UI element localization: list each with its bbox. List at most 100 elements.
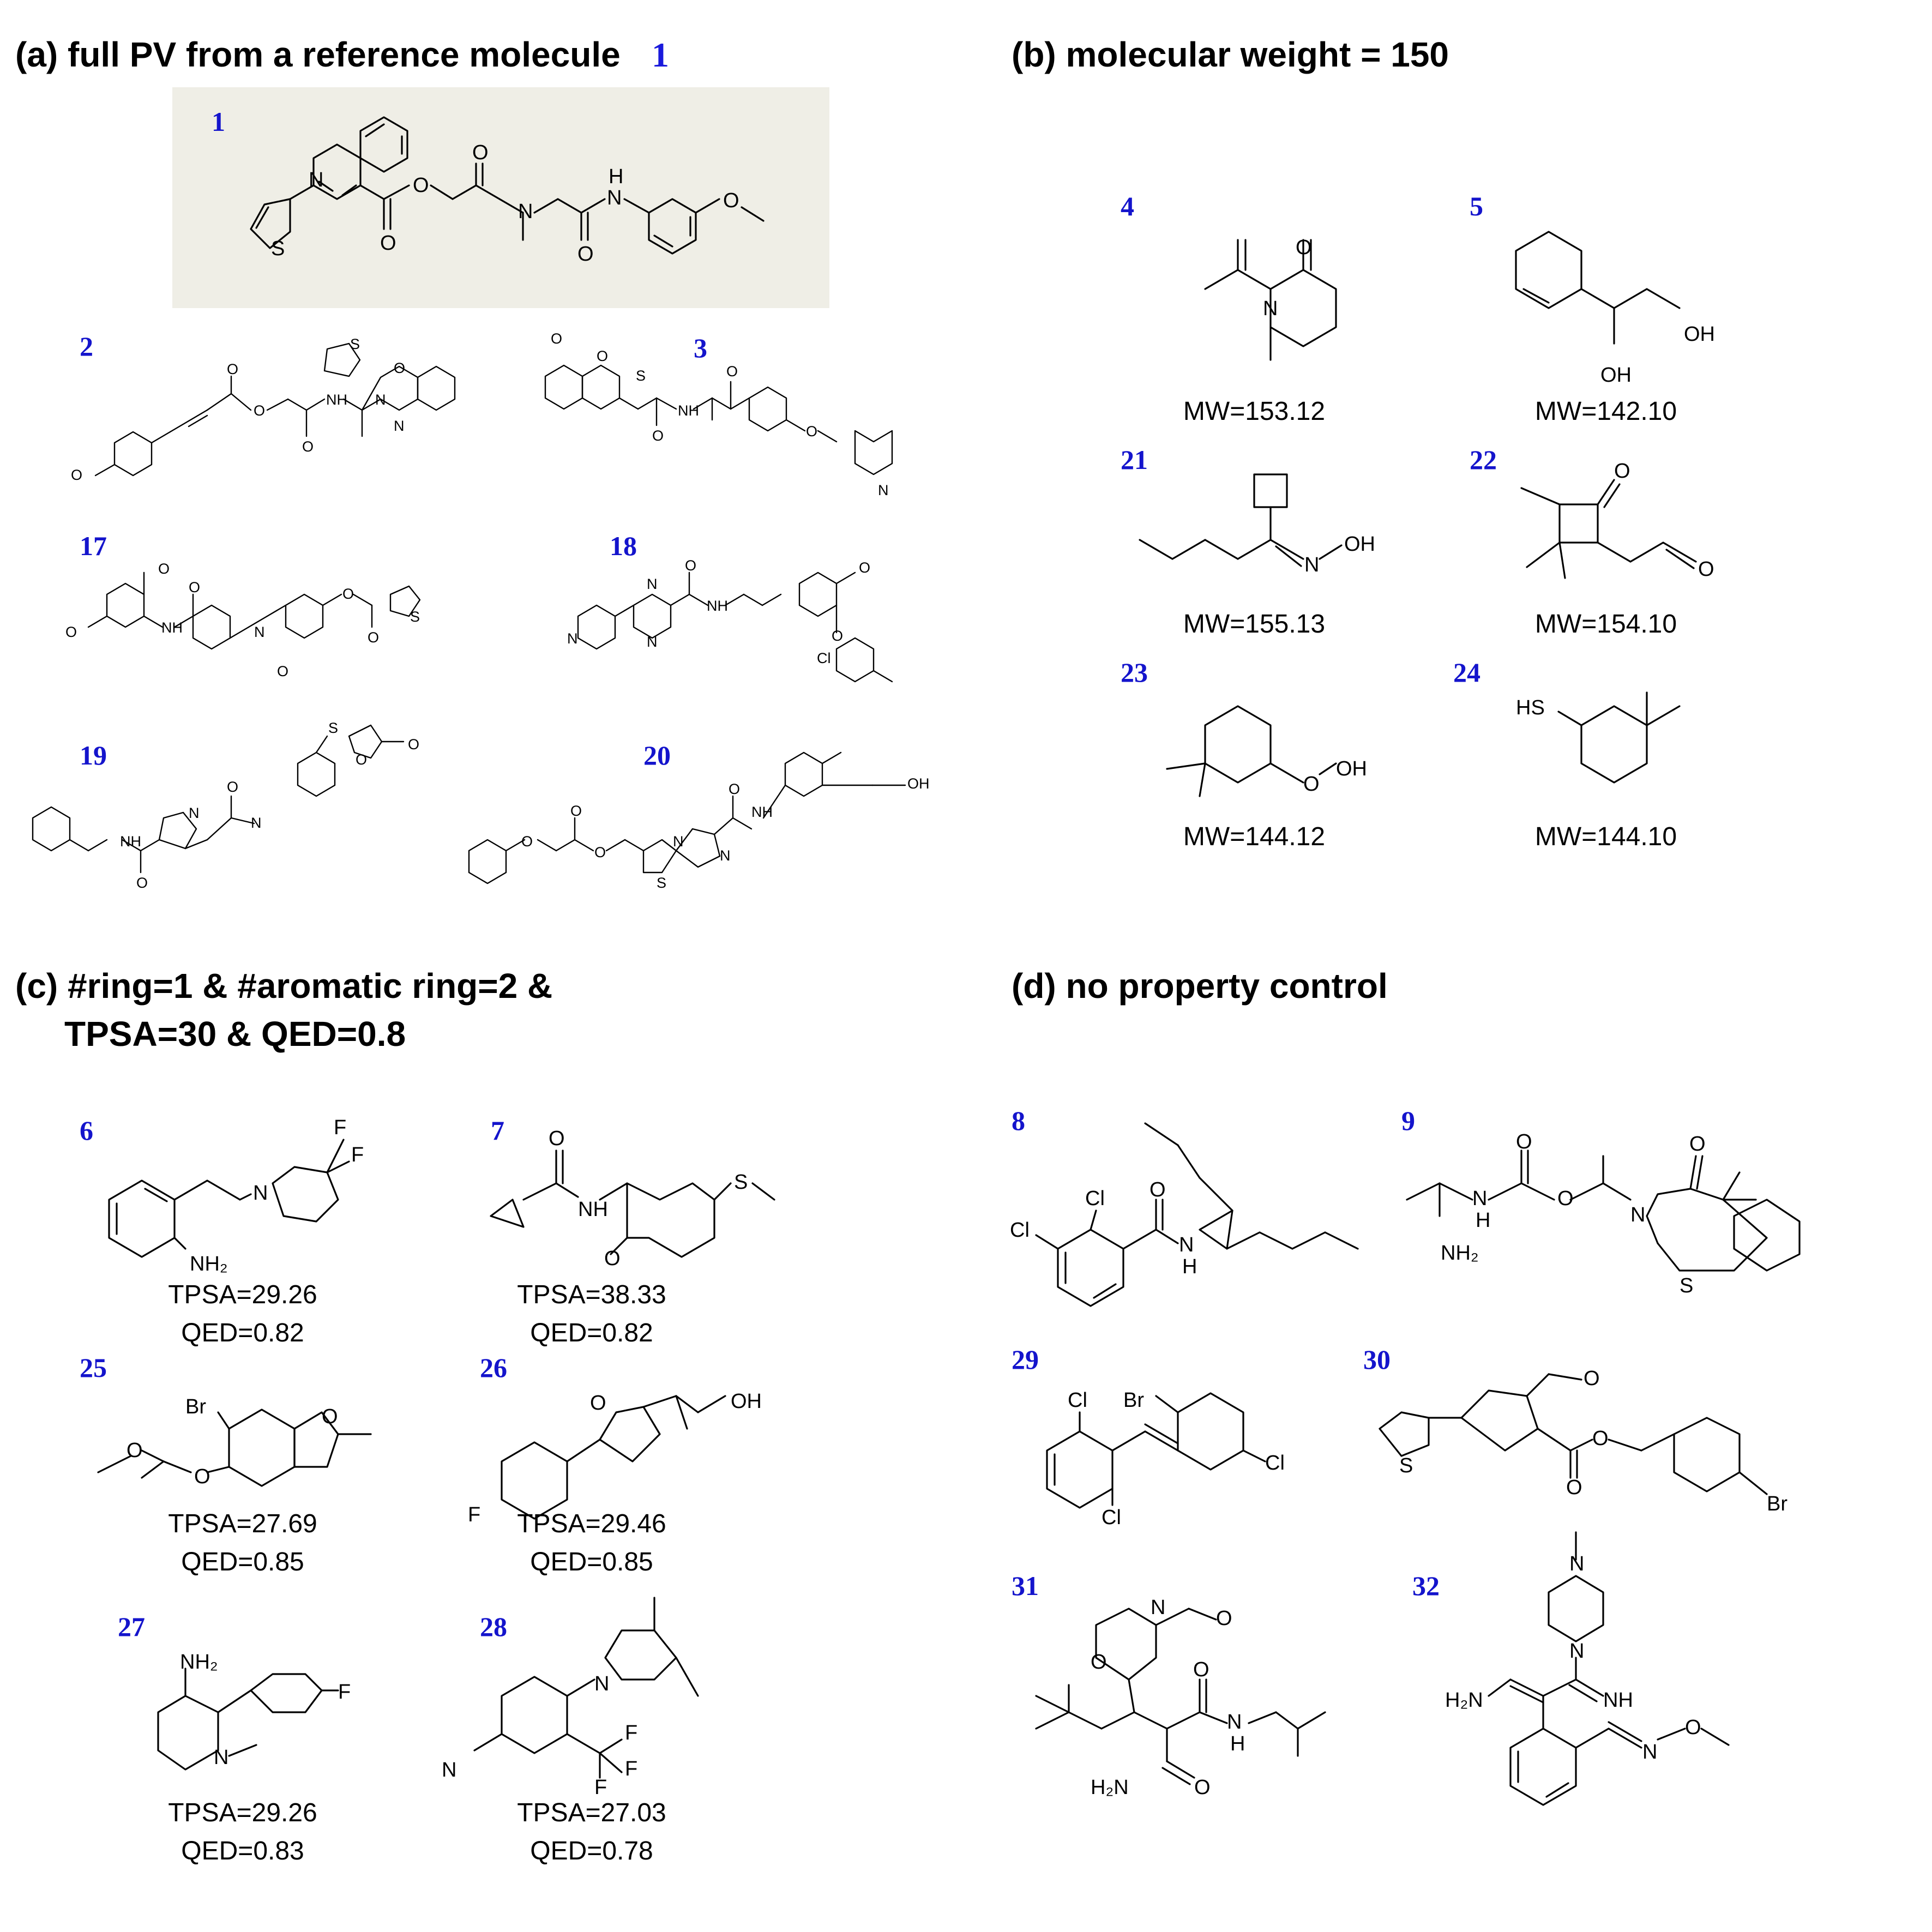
tpsa-label: TPSA=27.03	[517, 1798, 666, 1827]
molecule-number: 21	[1121, 444, 1148, 475]
atom-label: O	[590, 1392, 606, 1415]
atom-label: NH₂	[1441, 1242, 1479, 1265]
atom-label: N	[567, 630, 578, 647]
atom-label: O	[551, 330, 562, 347]
atom-label: O	[1592, 1427, 1609, 1450]
atom-label: O	[806, 423, 817, 440]
atom-label: O	[65, 624, 77, 640]
atom-label: F	[351, 1143, 364, 1166]
atom-label: S	[350, 336, 360, 352]
atom-label: O	[127, 1439, 143, 1462]
molecule-number: 3	[694, 333, 707, 363]
atom-label: O	[71, 467, 82, 483]
atom-label: F	[334, 1116, 346, 1139]
atom-label: N	[518, 200, 533, 223]
molecule-number: 32	[1412, 1570, 1440, 1601]
atom-label: N	[1569, 1552, 1584, 1575]
atom-label: O	[1194, 1776, 1211, 1799]
molecule-24: 24 HS MW=144.10	[1453, 657, 1681, 851]
reference-molecule-box	[172, 87, 829, 308]
atom-label: NH	[678, 402, 699, 419]
atom-label: Br	[1767, 1492, 1787, 1515]
atom-label: O	[1296, 236, 1312, 259]
mw-label: MW=154.10	[1535, 610, 1677, 639]
molecule-number: 30	[1363, 1344, 1391, 1375]
molecule-number: 29	[1012, 1344, 1039, 1375]
atom-label: N	[442, 1759, 456, 1781]
molecule-number: 18	[610, 531, 637, 561]
atom-label: F	[468, 1503, 480, 1526]
atom-label: Cl	[1068, 1389, 1087, 1412]
atom-label: N	[251, 815, 262, 831]
panel-d: (d) no property control 8 Cl Cl O N H	[1010, 966, 1801, 1806]
qed-label: QED=0.82	[530, 1319, 653, 1347]
atom-label: NH	[707, 598, 728, 614]
molecule-number: 22	[1470, 444, 1497, 475]
atom-label: OH	[1336, 757, 1367, 780]
atom-label: O	[227, 361, 238, 377]
atom-label: S	[271, 237, 285, 260]
atom-label: O	[832, 628, 843, 644]
molecule-7: 7 O NH O S TPSA=38.33 QED=0.82	[490, 1115, 775, 1347]
molecule-32: 32 N N NH H₂N N O	[1412, 1531, 1730, 1806]
atom-label: O	[356, 751, 367, 768]
atom-label: O	[1584, 1367, 1600, 1390]
molecule-number: 27	[118, 1611, 145, 1642]
atom-label: N	[647, 576, 658, 592]
tpsa-label: TPSA=29.26	[168, 1798, 317, 1827]
atom-label: O	[594, 844, 606, 860]
molecule-3: 3 O O S O NH O O N	[544, 330, 893, 498]
molecule-number: 24	[1453, 657, 1480, 688]
atom-label: N	[253, 1182, 268, 1205]
atom-label: S	[636, 368, 646, 384]
atom-label: O	[408, 736, 419, 753]
atom-label: H₂N	[1445, 1689, 1483, 1712]
atom-label: N	[1227, 1711, 1242, 1734]
panel-a-ref-number: 1	[652, 35, 669, 74]
molecule-27: 27 NH₂ N F TPSA=29.26 QED=0.83	[118, 1611, 351, 1865]
mw-label: MW=155.13	[1183, 610, 1325, 639]
molecule-number: 7	[491, 1115, 504, 1146]
atom-label: OH	[1684, 323, 1715, 346]
molecule-number: 17	[80, 531, 107, 561]
atom-label: N	[375, 392, 386, 408]
atom-label: H	[1230, 1732, 1245, 1755]
atom-label: NH	[161, 619, 183, 636]
atom-label: O	[277, 663, 288, 679]
atom-label: F	[594, 1776, 607, 1799]
panel-c-title-line2: TPSA=30 & QED=0.8	[64, 1014, 406, 1054]
atom-label: Br	[185, 1395, 206, 1418]
panel-d-title: (d) no property control	[1012, 966, 1388, 1006]
molecule-number: 31	[1012, 1570, 1039, 1601]
atom-label: O	[549, 1127, 565, 1150]
qed-label: QED=0.85	[181, 1548, 304, 1576]
mw-label: MW=144.12	[1183, 822, 1325, 851]
atom-label: NH	[751, 804, 773, 820]
panel-a: (a) full PV from a reference molecule 1 …	[15, 35, 930, 891]
panel-a-title: (a) full PV from a reference molecule	[15, 35, 621, 74]
panel-b: (b) molecular weight = 150 4 N O MW=153.…	[1012, 35, 1715, 851]
atom-label: O	[1303, 773, 1320, 796]
tpsa-label: TPSA=29.26	[168, 1280, 317, 1309]
molecule-number: 4	[1121, 191, 1134, 221]
atom-label: O	[1566, 1476, 1582, 1499]
atom-label: O	[1216, 1607, 1232, 1630]
atom-label: S	[734, 1171, 748, 1194]
atom-label: Cl	[1265, 1452, 1285, 1474]
atom-label: Cl	[1010, 1219, 1030, 1242]
atom-label: O	[726, 363, 738, 380]
atom-label: N	[1472, 1187, 1487, 1210]
molecule-number: 6	[80, 1115, 93, 1146]
tpsa-label: TPSA=29.46	[517, 1509, 666, 1538]
molecule-25: 25 Br O O O TPSA=27.69 QED=0.85	[80, 1352, 372, 1576]
qed-label: QED=0.85	[530, 1548, 653, 1576]
molecule-1: 1	[212, 106, 765, 266]
molecule-number: 20	[643, 740, 671, 771]
atom-label: F	[625, 1758, 637, 1780]
molecule-17: 17 O O NH O N O O O S	[65, 531, 421, 679]
atom-label: N	[1569, 1640, 1584, 1663]
molecule-4: 4 N O MW=153.12	[1121, 191, 1337, 426]
atom-label: O	[368, 629, 379, 646]
atom-label: O	[158, 561, 170, 577]
atom-label: O	[652, 428, 664, 444]
